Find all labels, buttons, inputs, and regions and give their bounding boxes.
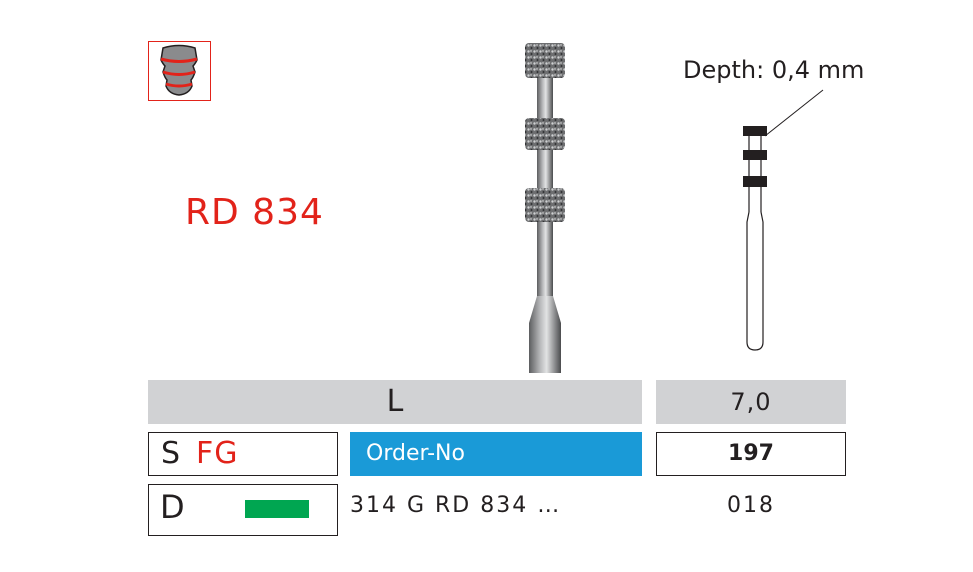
length-label: L	[148, 380, 642, 424]
shank-type: FG	[196, 436, 239, 471]
depth-leader-line	[764, 89, 824, 137]
bur-product-image	[525, 43, 565, 373]
depth-label: Depth: 0,4 mm	[683, 56, 865, 84]
shank-letter: S	[161, 436, 181, 471]
order-number: 314 G RD 834 …	[350, 493, 562, 518]
iso-size: 197	[656, 432, 846, 476]
grit-box	[148, 484, 338, 536]
order-number-header: Order-No	[350, 432, 642, 476]
length-value: 7,0	[656, 380, 846, 424]
size-value: 018	[727, 493, 775, 518]
grit-letter: D	[160, 488, 185, 526]
bur-schematic-drawing	[743, 126, 767, 351]
grit-color-swatch	[245, 500, 309, 518]
product-code: RD 834	[185, 192, 324, 233]
tooth-depth-marker-icon	[148, 41, 211, 101]
shank-type-box: S FG	[148, 432, 338, 476]
